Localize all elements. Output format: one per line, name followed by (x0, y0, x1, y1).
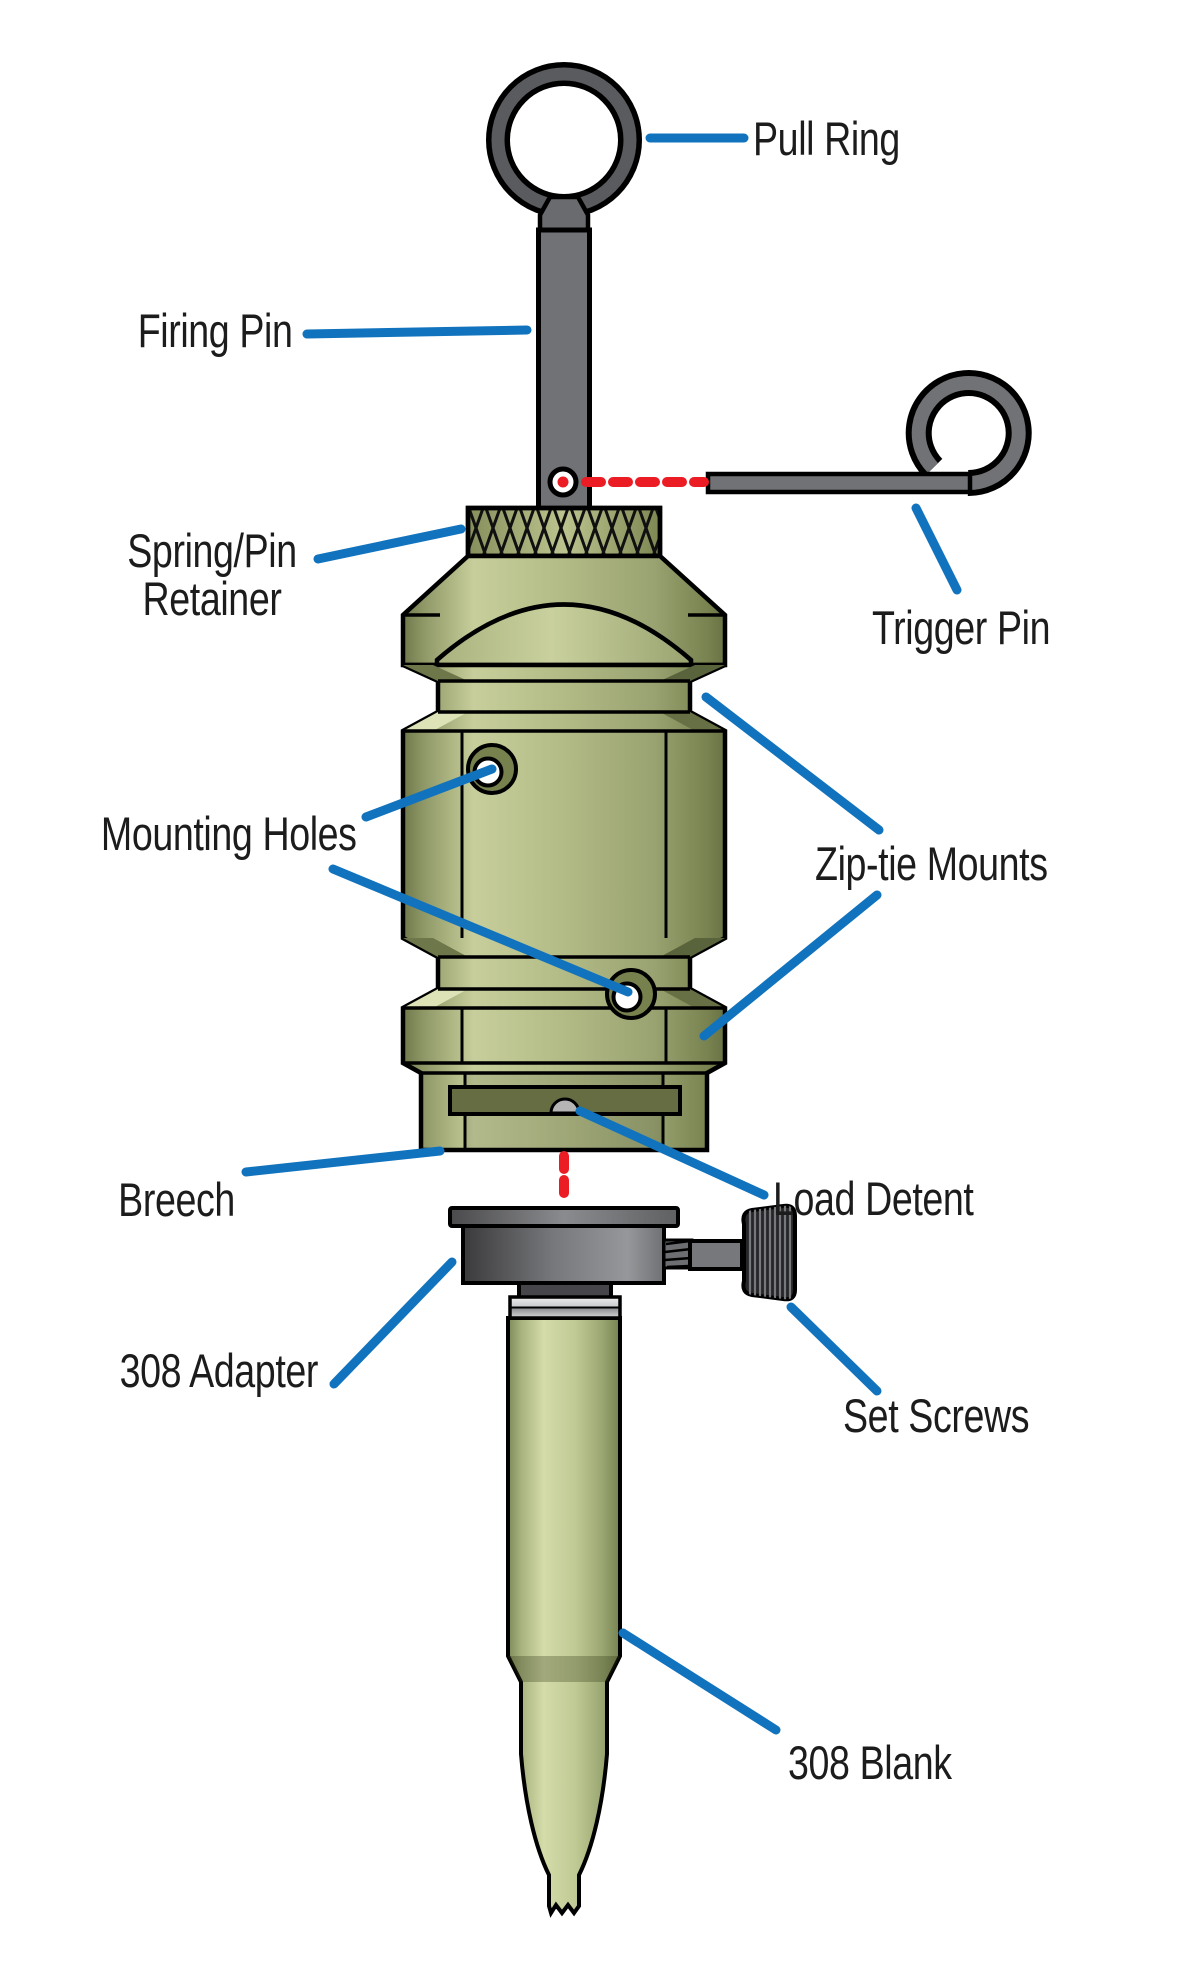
set-screw-knob (741, 1203, 797, 1302)
adapter-308-shape (448, 1203, 797, 1302)
label-blank-308: 308 Blank (788, 1736, 952, 1790)
label-spring-pin-retainer-line2: Retainer (142, 572, 282, 625)
device-body-shape (400, 553, 728, 1153)
label-adapter-308: 308 Adapter (119, 1344, 319, 1398)
label-firing-pin: Firing Pin (138, 304, 293, 358)
leader-breech (241, 1146, 445, 1177)
label-spring-pin-retainer: Spring/Pin Retainer (127, 524, 297, 625)
pull-ring-shape (486, 62, 642, 218)
spring-pin-retainer-shape (465, 505, 663, 559)
leader-firing-pin (302, 325, 532, 339)
label-trigger-pin: Trigger Pin (872, 601, 1051, 655)
firing-pin-shape (536, 194, 592, 513)
label-mounting-holes: Mounting Holes (101, 807, 357, 861)
leader-zip-tie-top (701, 692, 884, 835)
set-screw-shape (662, 1203, 797, 1302)
load-detent-shape (549, 1097, 581, 1115)
label-load-detent: Load Detent (773, 1172, 974, 1226)
label-spring-pin-retainer-line1: Spring/Pin (127, 524, 297, 578)
trigger-pin-shape (705, 370, 1032, 497)
cartridge-308-shape (506, 1295, 622, 1918)
label-set-screws: Set Screws (843, 1389, 1030, 1443)
leader-lines (241, 133, 962, 1735)
leader-adapter-308 (329, 1257, 457, 1389)
leader-blank-308 (618, 1628, 781, 1735)
trigger-hole-dot (557, 476, 569, 488)
leader-mounting-hole-top (361, 764, 497, 822)
leader-zip-tie-bottom (699, 890, 882, 1041)
alignment-marks (557, 476, 709, 1209)
label-pull-ring: Pull Ring (753, 112, 900, 166)
leader-mounting-hole-bottom (328, 864, 633, 997)
leader-set-screws (786, 1302, 882, 1396)
leader-trigger-pin (911, 503, 962, 595)
label-breech: Breech (118, 1173, 235, 1227)
leader-load-detent (575, 1106, 769, 1200)
leader-spring-pin-retainer (313, 524, 466, 564)
label-zip-tie-mounts: Zip-tie Mounts (815, 837, 1048, 891)
